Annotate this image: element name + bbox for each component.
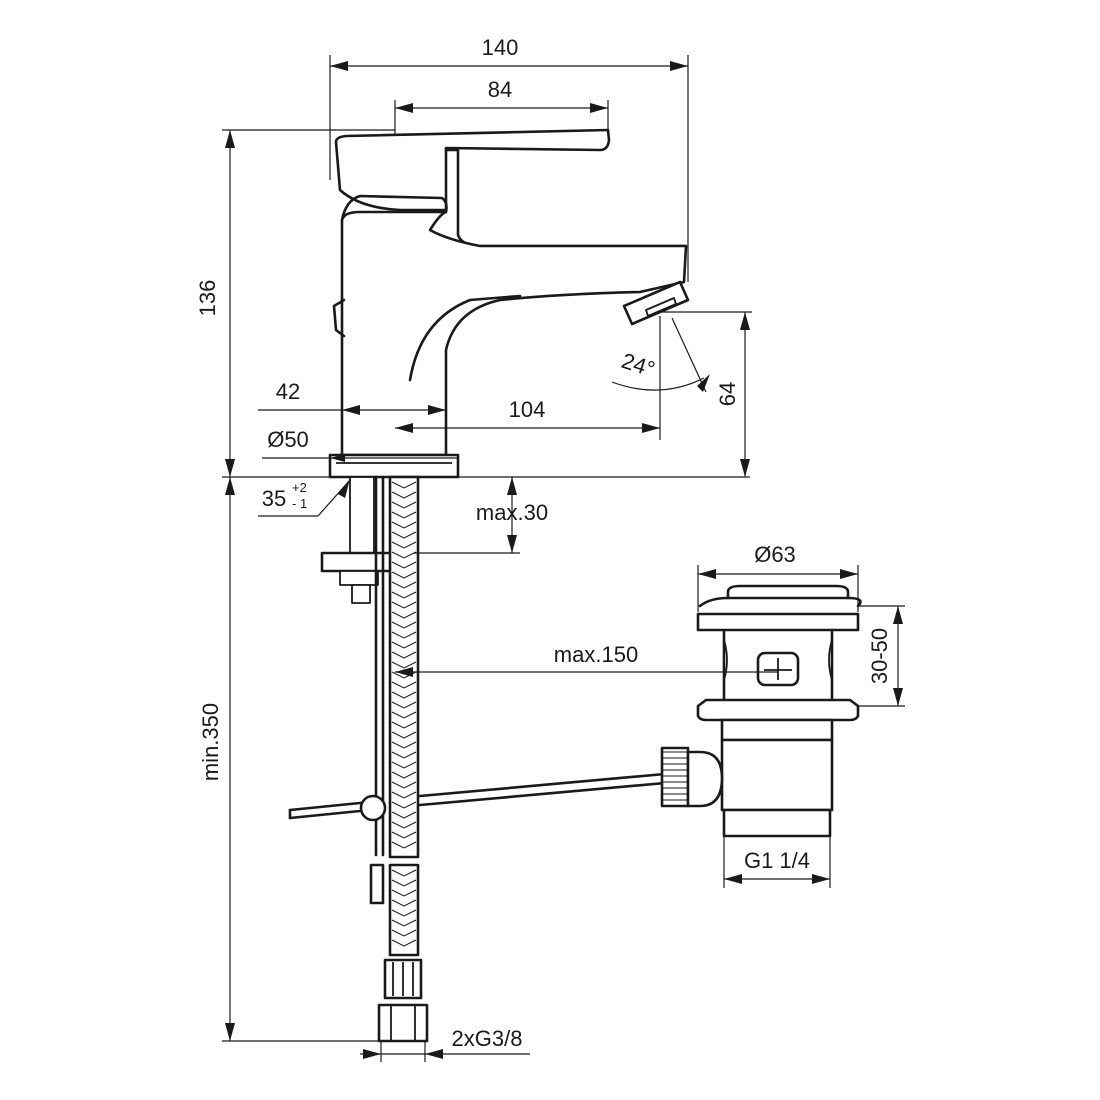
rod-joint bbox=[359, 794, 387, 822]
dim-handle-reach: 84 bbox=[488, 77, 512, 102]
dim-hole-tol-lower: - 1 bbox=[292, 496, 307, 511]
dim-waste-thread: G1 1/4 bbox=[744, 848, 810, 873]
dim-spout-height: 64 bbox=[715, 382, 740, 406]
faucet bbox=[328, 128, 690, 479]
aerator bbox=[622, 280, 690, 326]
waste-valve bbox=[660, 584, 862, 838]
dim-hose-thread: 2xG3/8 bbox=[452, 1026, 523, 1051]
waste-body bbox=[720, 738, 834, 812]
dim-spout-reach: 104 bbox=[509, 397, 546, 422]
dim-max-deck: max.30 bbox=[476, 500, 548, 525]
handle-neck bbox=[444, 148, 688, 248]
dim-hole-diameter: 35 bbox=[262, 486, 286, 511]
hose-nut bbox=[377, 1003, 429, 1043]
dim-total-height: 136 bbox=[195, 280, 220, 317]
dim-body-width: 42 bbox=[276, 379, 300, 404]
dim-overall-width: 140 bbox=[482, 35, 519, 60]
dimension-labels: 140 84 136 42 104 Ø50 35 +2 - 1 24° 64 m… bbox=[195, 35, 892, 1051]
dim-waste-diameter: Ø63 bbox=[754, 542, 796, 567]
lever-handle bbox=[334, 128, 611, 212]
dim-spout-angle: 24° bbox=[619, 348, 658, 382]
faucet-body bbox=[340, 210, 688, 457]
popup-rod bbox=[288, 772, 667, 822]
dim-waste-height: 30-50 bbox=[867, 628, 892, 684]
dim-min-hose: min.350 bbox=[198, 703, 223, 781]
dim-max-rod: max.150 bbox=[554, 642, 638, 667]
dim-base-diameter: Ø50 bbox=[267, 427, 309, 452]
dimension-lines bbox=[222, 55, 905, 1062]
dim-hole-tol-upper: +2 bbox=[292, 480, 307, 495]
waste-flange bbox=[696, 612, 860, 632]
waste-plug bbox=[726, 584, 850, 600]
